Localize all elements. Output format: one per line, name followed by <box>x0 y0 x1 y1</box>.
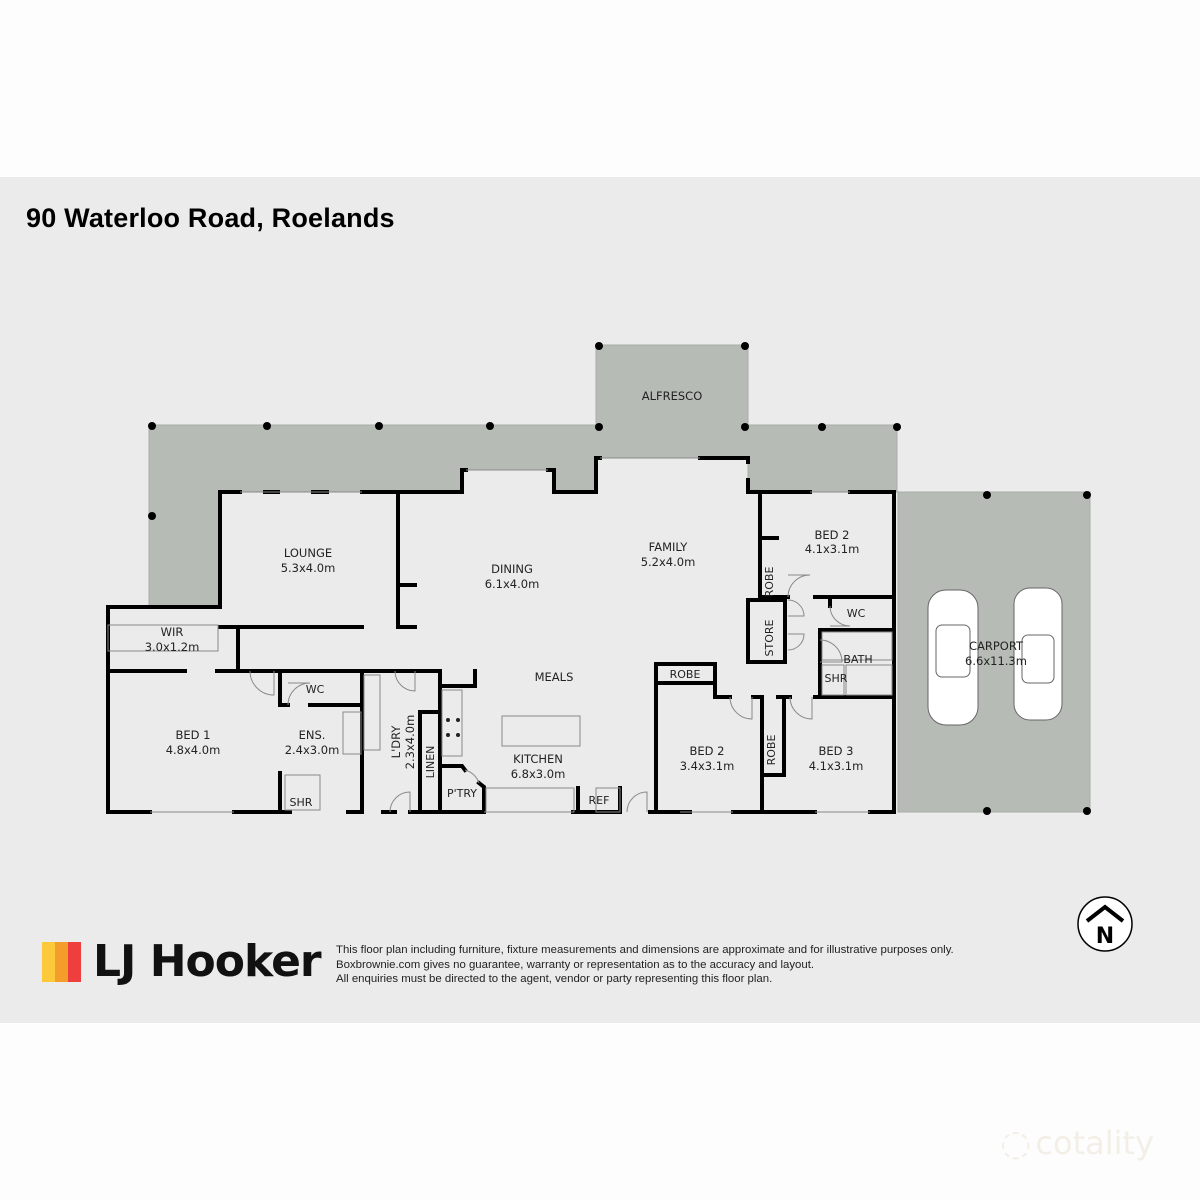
logo-bar-orange <box>55 942 68 982</box>
room-kitchen-size: 6.8x3.0m <box>511 767 566 781</box>
logo-bar-red <box>68 942 81 982</box>
fixtures <box>107 457 893 813</box>
room-bath: BATH <box>843 653 872 666</box>
room-alfresco: ALFRESCO <box>642 389 703 403</box>
room-bath-shr: SHR <box>825 672 848 685</box>
room-robe-bed3: ROBE <box>765 735 778 766</box>
north-compass-icon: N <box>1077 896 1133 952</box>
page-title: 90 Waterloo Road, Roelands <box>26 203 395 233</box>
room-ens: ENS. <box>299 728 326 742</box>
room-robe-top: ROBE <box>763 567 776 598</box>
disclaimer-line: All enquiries must be directed to the ag… <box>336 973 773 985</box>
room-ref: REF <box>589 794 610 807</box>
room-ens-size: 2.4x3.0m <box>285 743 340 757</box>
room-bed2-top-size: 4.1x3.1m <box>805 542 860 556</box>
watermark-globe-icon: ◌ <box>1000 1122 1032 1164</box>
room-bed1-size: 4.8x4.0m <box>166 743 221 757</box>
room-family: FAMILY <box>649 540 689 554</box>
room-lounge-size: 5.3x4.0m <box>281 561 336 575</box>
room-bed2-top: BED 2 <box>815 528 850 542</box>
room-bed2-bottom-size: 3.4x3.1m <box>680 759 735 773</box>
cotality-watermark: ◌ cotality <box>1000 1118 1200 1168</box>
svg-text:N: N <box>1096 924 1114 949</box>
room-dining-size: 6.1x4.0m <box>485 577 540 591</box>
room-carport: CARPORT <box>969 639 1024 653</box>
lj-hooker-logo: LJ Hooker <box>42 936 322 987</box>
disclaimer-line: This floor plan including furniture, fix… <box>336 944 954 956</box>
watermark-text: cotality <box>1035 1124 1155 1162</box>
logo-text: LJ Hooker <box>93 936 322 987</box>
room-robe-bed2: ROBE <box>670 668 701 681</box>
room-ptry: P'TRY <box>447 787 477 800</box>
room-bed3: BED 3 <box>819 744 854 758</box>
cooktop <box>446 718 460 737</box>
disclaimer-line: Boxbrownie.com gives no guarantee, warra… <box>336 958 815 971</box>
disclaimer: This floor plan including furniture, fix… <box>336 943 954 987</box>
room-wc: WC <box>847 607 866 620</box>
room-linen: LINEN <box>424 746 437 779</box>
room-wir: WIR <box>161 625 184 639</box>
room-labels: ALFRESCO LOUNGE 5.3x4.0m DINING 6.1x4.0m… <box>145 389 1027 809</box>
room-carport-size: 6.6x11.3m <box>965 654 1027 668</box>
room-store: STORE <box>763 619 776 656</box>
room-bed1: BED 1 <box>176 728 211 742</box>
room-ens-shr: SHR <box>290 796 313 809</box>
room-dining: DINING <box>491 562 533 576</box>
posts <box>148 342 1091 815</box>
room-kitchen: KITCHEN <box>513 752 563 766</box>
room-wir-size: 3.0x1.2m <box>145 640 200 654</box>
logo-bar-yellow <box>42 942 55 982</box>
room-bed3-size: 4.1x3.1m <box>809 759 864 773</box>
room-bed2-bottom: BED 2 <box>690 744 725 758</box>
room-ldry: L'DRY <box>389 725 403 759</box>
car-icon <box>927 587 1063 726</box>
room-meals: MEALS <box>535 670 574 684</box>
room-family-size: 5.2x4.0m <box>641 555 696 569</box>
outdoor-areas <box>148 344 1091 813</box>
room-lounge: LOUNGE <box>284 546 332 560</box>
room-ldry-size: 2.3x4.0m <box>403 715 417 770</box>
room-ens-wc: WC <box>306 683 325 696</box>
